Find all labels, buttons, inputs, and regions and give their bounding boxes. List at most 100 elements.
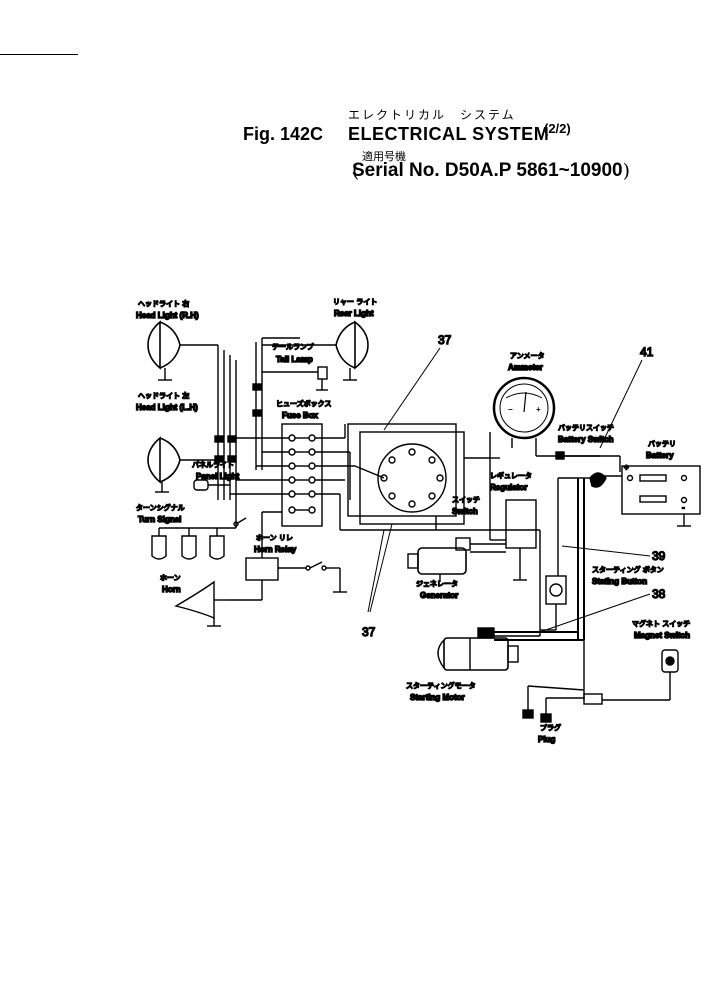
starting-motor-label-jp: スターティングモータ xyxy=(406,681,476,690)
starting-motor-end xyxy=(507,645,519,663)
turn-signal-lamp-1 xyxy=(151,535,167,560)
starting-motor xyxy=(437,627,584,671)
magnet-coupler xyxy=(583,693,603,705)
harness-connector-2 xyxy=(227,435,237,443)
switch-housing-outer xyxy=(347,423,457,517)
fuse-1 xyxy=(288,434,316,442)
fuse-4-right xyxy=(308,476,316,484)
horn-relay-label: Horn Relay xyxy=(254,545,297,554)
fuse-2-left xyxy=(288,448,296,456)
head-light-lh-lens xyxy=(147,436,161,484)
harness-connector-5 xyxy=(252,409,262,417)
ammeter-plus: + xyxy=(536,405,541,414)
callout-39: 39 xyxy=(652,549,666,563)
starting-motor-body xyxy=(443,637,509,671)
ammeter-face xyxy=(499,383,549,433)
switch-terminal-1 xyxy=(408,448,416,456)
battery-post-minus xyxy=(680,496,688,504)
harness-connector-6 xyxy=(252,383,262,391)
horn-button-arm xyxy=(309,561,323,569)
horn xyxy=(174,580,228,627)
switch-terminal-4 xyxy=(428,492,436,500)
starting-button-knob xyxy=(549,583,563,597)
turn-signal-switch-arm xyxy=(235,517,247,525)
plug-label: Plug xyxy=(538,735,555,744)
head-light-lh-label-jp: ヘッドライト 左 xyxy=(138,391,189,400)
starting-button xyxy=(545,575,567,630)
fuse-2 xyxy=(288,448,316,456)
switch-terminal-3 xyxy=(436,474,444,482)
switch-terminal-5 xyxy=(408,500,416,508)
battery-cell-1 xyxy=(639,474,667,482)
battery-switch-body xyxy=(555,451,565,460)
plug-1 xyxy=(522,709,534,719)
serial-text: Serial No. D50A.P 5861~10900 xyxy=(352,160,623,181)
switch-terminal-7 xyxy=(380,474,388,482)
head-light-rh-lens xyxy=(147,320,161,370)
turn-signal-label: Turn Signal xyxy=(138,515,181,524)
regulator xyxy=(490,499,537,581)
switch-housing-inner xyxy=(359,431,465,525)
generator-pulley xyxy=(407,553,419,569)
starting-button-label: Stating Button xyxy=(592,577,647,586)
title-block: エレクトリカル システム Fig. 142C ELECTRICAL SYSTEM… xyxy=(0,0,706,200)
horn-label: Horn xyxy=(162,585,181,594)
fuse-2-right xyxy=(308,448,316,456)
rear-light-label: Rear Light xyxy=(334,309,374,318)
serial-number: (Serial No. D50A.P 5861~10900) xyxy=(352,160,630,182)
turn-signal xyxy=(151,500,247,560)
battery-post-plus xyxy=(626,474,634,482)
turn-signal-label-jp: ターンシグナル xyxy=(136,503,185,512)
magnet-switch xyxy=(522,649,679,723)
fuse-3 xyxy=(288,462,316,470)
starting-motor-terminal xyxy=(477,627,495,639)
harness-connector-3 xyxy=(214,455,224,463)
turn-signal-lamp-3 xyxy=(209,535,225,560)
sheet-fraction: (2/2) xyxy=(544,121,571,136)
plug-2 xyxy=(540,713,552,723)
tail-lamp xyxy=(262,366,328,391)
fuse-3-right xyxy=(308,462,316,470)
magnet-switch-knob xyxy=(665,656,675,666)
horn-relay-case xyxy=(245,557,279,581)
callout-37-top: 37 xyxy=(438,333,452,347)
horn-bell xyxy=(174,580,215,620)
switch-label: Switch xyxy=(452,507,478,516)
starting-motor-nose xyxy=(437,639,445,669)
fuse-box-frame xyxy=(281,423,323,527)
battery-switch-label-jp: バッテリスイッチ xyxy=(558,424,614,432)
horn-button-contact-1 xyxy=(305,565,311,571)
head-light-lh-body xyxy=(159,437,181,483)
callout-38: 38 xyxy=(652,587,666,601)
head-light-lh-label: Head Light (L.H) xyxy=(136,403,198,412)
fuse-6-right xyxy=(308,506,316,514)
fuse-5-right xyxy=(308,490,316,498)
generator-body xyxy=(417,547,467,575)
callout-37-bottom: 37 xyxy=(362,625,376,639)
switch-terminal-6 xyxy=(388,492,396,500)
panel-light xyxy=(193,479,230,491)
ammeter-needle xyxy=(523,391,527,413)
switch-terminal-8 xyxy=(388,456,396,464)
callout-37-bottom-leader-1 xyxy=(367,529,385,613)
fuse-3-left xyxy=(288,462,296,470)
fuse-5-left xyxy=(288,490,296,498)
generator-label-jp: ジェネレータ xyxy=(416,579,458,588)
serial-open-paren: ( xyxy=(352,160,360,182)
rear-light-body xyxy=(335,321,356,369)
switch-wire-c xyxy=(354,465,385,479)
ammeter-label: Ammeter xyxy=(508,363,543,372)
main-harness xyxy=(214,337,300,500)
battery-minus: - xyxy=(682,503,685,512)
ammeter-scale xyxy=(505,392,543,399)
fuse-6-left xyxy=(288,506,296,514)
head-light-rh-body xyxy=(159,321,181,369)
head-light-rh xyxy=(147,320,218,381)
switch-dial xyxy=(377,443,447,513)
ammeter-minus: − xyxy=(508,405,513,414)
head-light-rh-label-jp: ヘッドライト 右 xyxy=(138,299,189,308)
ammeter-label-jp: アンメータ xyxy=(510,351,545,360)
plug-label-jp: プラグ xyxy=(540,723,561,732)
regulator-label-jp: レギュレータ xyxy=(490,471,532,480)
callout-39-leader xyxy=(561,545,651,557)
